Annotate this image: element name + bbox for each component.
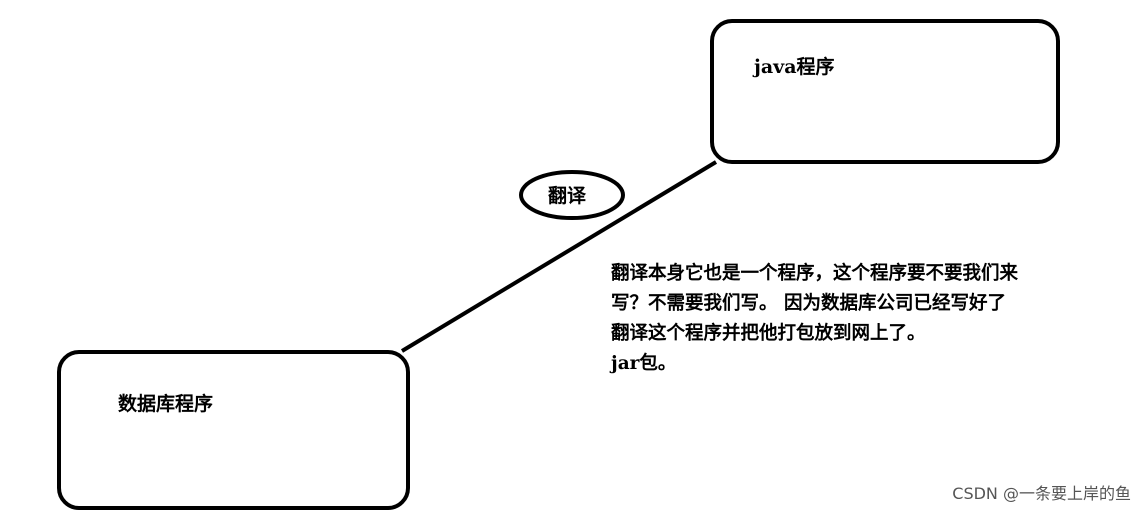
database-program-label: 数据库程序 — [118, 393, 214, 415]
java-program-label: java程序 — [754, 56, 835, 78]
database-program-box — [57, 350, 410, 510]
translation-connector-line — [400, 160, 718, 353]
explanation-text: 翻译本身它也是一个程序，这个程序要不要我们来 写？不需要我们写。 因为数据库公司… — [611, 259, 1018, 379]
translation-label: 翻译 — [548, 185, 587, 207]
translation-ellipse — [519, 170, 625, 220]
java-program-box — [710, 19, 1060, 164]
explanation-line: jar包。 — [611, 353, 677, 374]
watermark: CSDN @一条要上岸的鱼 — [952, 484, 1131, 503]
explanation-line: 翻译本身它也是一个程序，这个程序要不要我们来 — [611, 263, 1019, 284]
explanation-line: 写？不需要我们写。 因为数据库公司已经写好了 — [611, 293, 1006, 314]
explanation-line: 翻译这个程序并把他打包放到网上了。 — [611, 323, 926, 344]
